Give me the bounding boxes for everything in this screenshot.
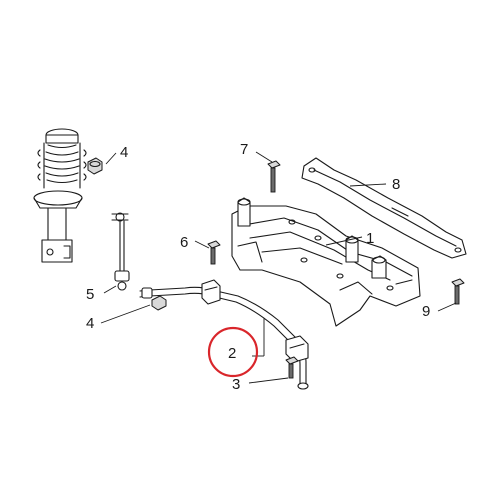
bolt-part-9 bbox=[451, 278, 465, 305]
subframe-part-1 bbox=[231, 197, 421, 327]
stabilizer-bar-part-2 bbox=[139, 279, 309, 390]
callout-4-bottom[interactable]: 4 bbox=[86, 315, 94, 332]
bush-part-4-bottom bbox=[151, 295, 167, 311]
callout-7[interactable]: 7 bbox=[240, 141, 248, 158]
callout-4-top[interactable]: 4 bbox=[120, 144, 128, 161]
callout-3[interactable]: 3 bbox=[232, 376, 240, 393]
bolt-part-6 bbox=[207, 240, 221, 265]
nut-part-4-top bbox=[87, 157, 103, 175]
callout-5[interactable]: 5 bbox=[86, 286, 94, 303]
callout-6[interactable]: 6 bbox=[180, 234, 188, 251]
brace-part-8 bbox=[301, 157, 467, 259]
bolt-part-3 bbox=[285, 356, 299, 379]
callout-2[interactable]: 2 bbox=[228, 345, 236, 362]
strut-assembly bbox=[33, 128, 87, 263]
bolt-part-7 bbox=[267, 160, 281, 193]
leader-lines bbox=[100, 151, 457, 384]
part-2-highlight-circle bbox=[207, 326, 259, 378]
stabilizer-link-part-5 bbox=[111, 212, 130, 291]
callout-9[interactable]: 9 bbox=[422, 303, 430, 320]
callout-1[interactable]: 1 bbox=[366, 230, 374, 247]
callout-8[interactable]: 8 bbox=[392, 176, 400, 193]
